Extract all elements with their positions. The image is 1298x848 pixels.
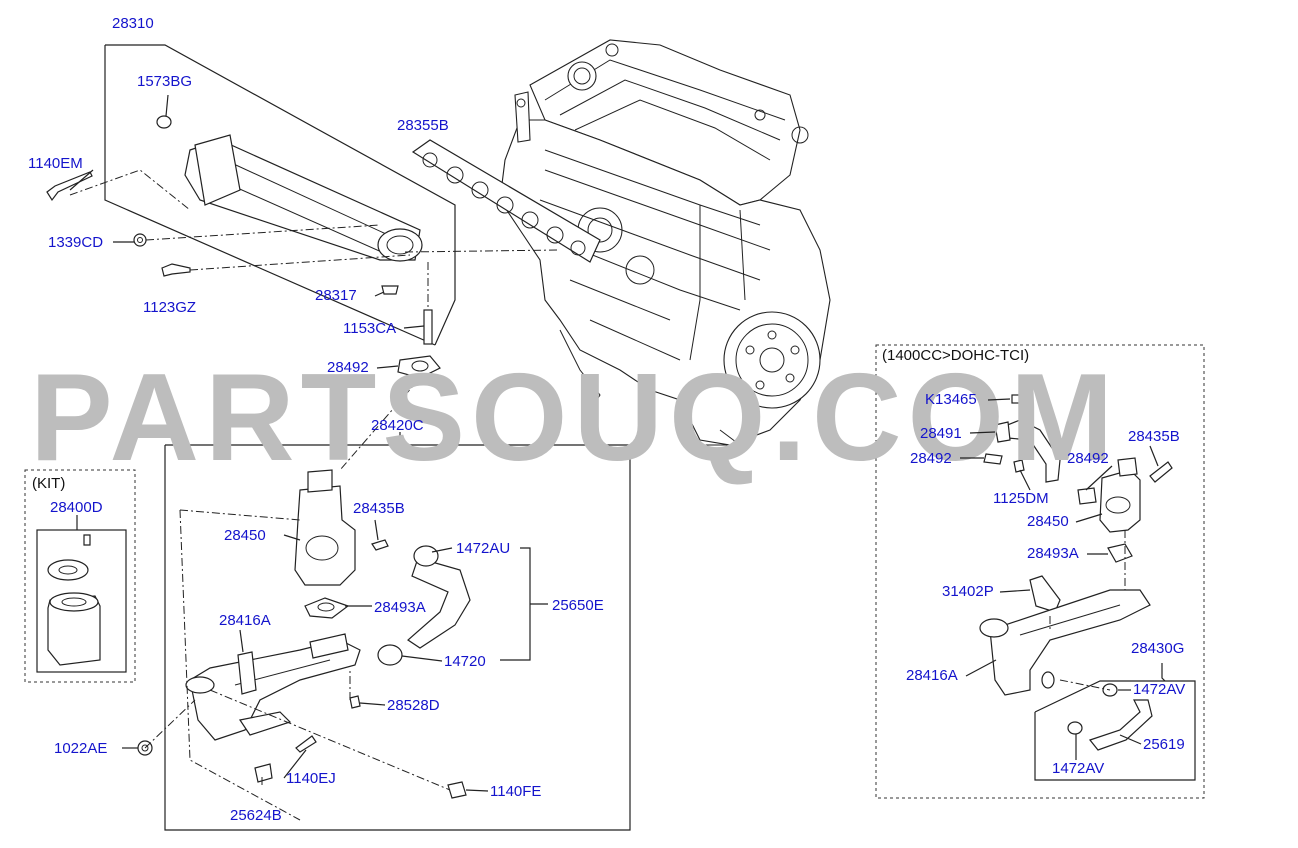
part-label-28310[interactable]: 28310 [112, 15, 154, 32]
tci-group-label: (1400CC>DOHC-TCI) [882, 347, 1029, 364]
part-label-1140em[interactable]: 1140EM [28, 155, 83, 172]
part-label-28493a-main[interactable]: 28493A [374, 599, 426, 616]
part-label-28420c[interactable]: 28420C [371, 417, 424, 434]
egr-cooler-top-illustration [46, 44, 561, 346]
part-label-28492-tci-a[interactable]: 28492 [910, 450, 952, 467]
part-label-28450-tci[interactable]: 28450 [1027, 513, 1069, 530]
kit-box [24, 469, 136, 683]
part-label-28492-tci-b[interactable]: 28492 [1067, 450, 1109, 467]
part-label-28493a-tci[interactable]: 28493A [1027, 545, 1079, 562]
part-label-1125dm[interactable]: 1125DM [993, 490, 1049, 507]
label-leaders [69, 94, 1159, 792]
kit-group-label: (KIT) [32, 475, 65, 492]
part-label-28435b-tci[interactable]: 28435B [1128, 428, 1180, 445]
part-label-28355b[interactable]: 28355B [397, 117, 449, 134]
part-label-1472av-a[interactable]: 1472AV [1133, 681, 1185, 698]
part-label-28430g[interactable]: 28430G [1131, 640, 1184, 657]
part-label-25619[interactable]: 25619 [1143, 736, 1185, 753]
tci-box [875, 344, 1205, 799]
part-label-1573bg[interactable]: 1573BG [137, 73, 192, 90]
tci-illustration [979, 394, 1196, 781]
part-label-1022ae[interactable]: 1022AE [54, 740, 107, 757]
part-label-28491[interactable]: 28491 [920, 425, 962, 442]
part-label-28528d[interactable]: 28528D [387, 697, 440, 714]
part-label-28317[interactable]: 28317 [315, 287, 357, 304]
part-label-1140ej[interactable]: 1140EJ [286, 770, 336, 787]
watermark-text: PARTSOUQ.COM [30, 349, 1119, 487]
engine-block-illustration [499, 39, 831, 446]
part-label-28492-main[interactable]: 28492 [327, 359, 369, 376]
part-label-1123gz[interactable]: 1123GZ [143, 299, 196, 316]
kit-illustration [36, 515, 127, 673]
part-label-28400d[interactable]: 28400D [50, 499, 103, 516]
part-label-1472au[interactable]: 1472AU [456, 540, 510, 557]
gasket-28355b-illustration [411, 139, 601, 263]
gasket-28492-illustration [339, 355, 441, 471]
part-label-1339cd[interactable]: 1339CD [48, 234, 103, 251]
part-label-31402p[interactable]: 31402P [942, 583, 994, 600]
part-label-14720[interactable]: 14720 [444, 653, 486, 670]
part-label-28450-main[interactable]: 28450 [224, 527, 266, 544]
main-assembly-illustration [137, 432, 631, 831]
part-label-28435b-main[interactable]: 28435B [353, 500, 405, 517]
part-label-k13465[interactable]: K13465 [925, 391, 977, 408]
part-label-1140fe[interactable]: 1140FE [490, 783, 541, 800]
part-label-1153ca[interactable]: 1153CA [343, 320, 396, 337]
part-label-25650e[interactable]: 25650E [552, 597, 604, 614]
part-label-1472av-b[interactable]: 1472AV [1052, 760, 1104, 777]
part-label-25624b[interactable]: 25624B [230, 807, 282, 824]
part-label-28416a-tci[interactable]: 28416A [906, 667, 958, 684]
part-label-28416a-main[interactable]: 28416A [219, 612, 271, 629]
